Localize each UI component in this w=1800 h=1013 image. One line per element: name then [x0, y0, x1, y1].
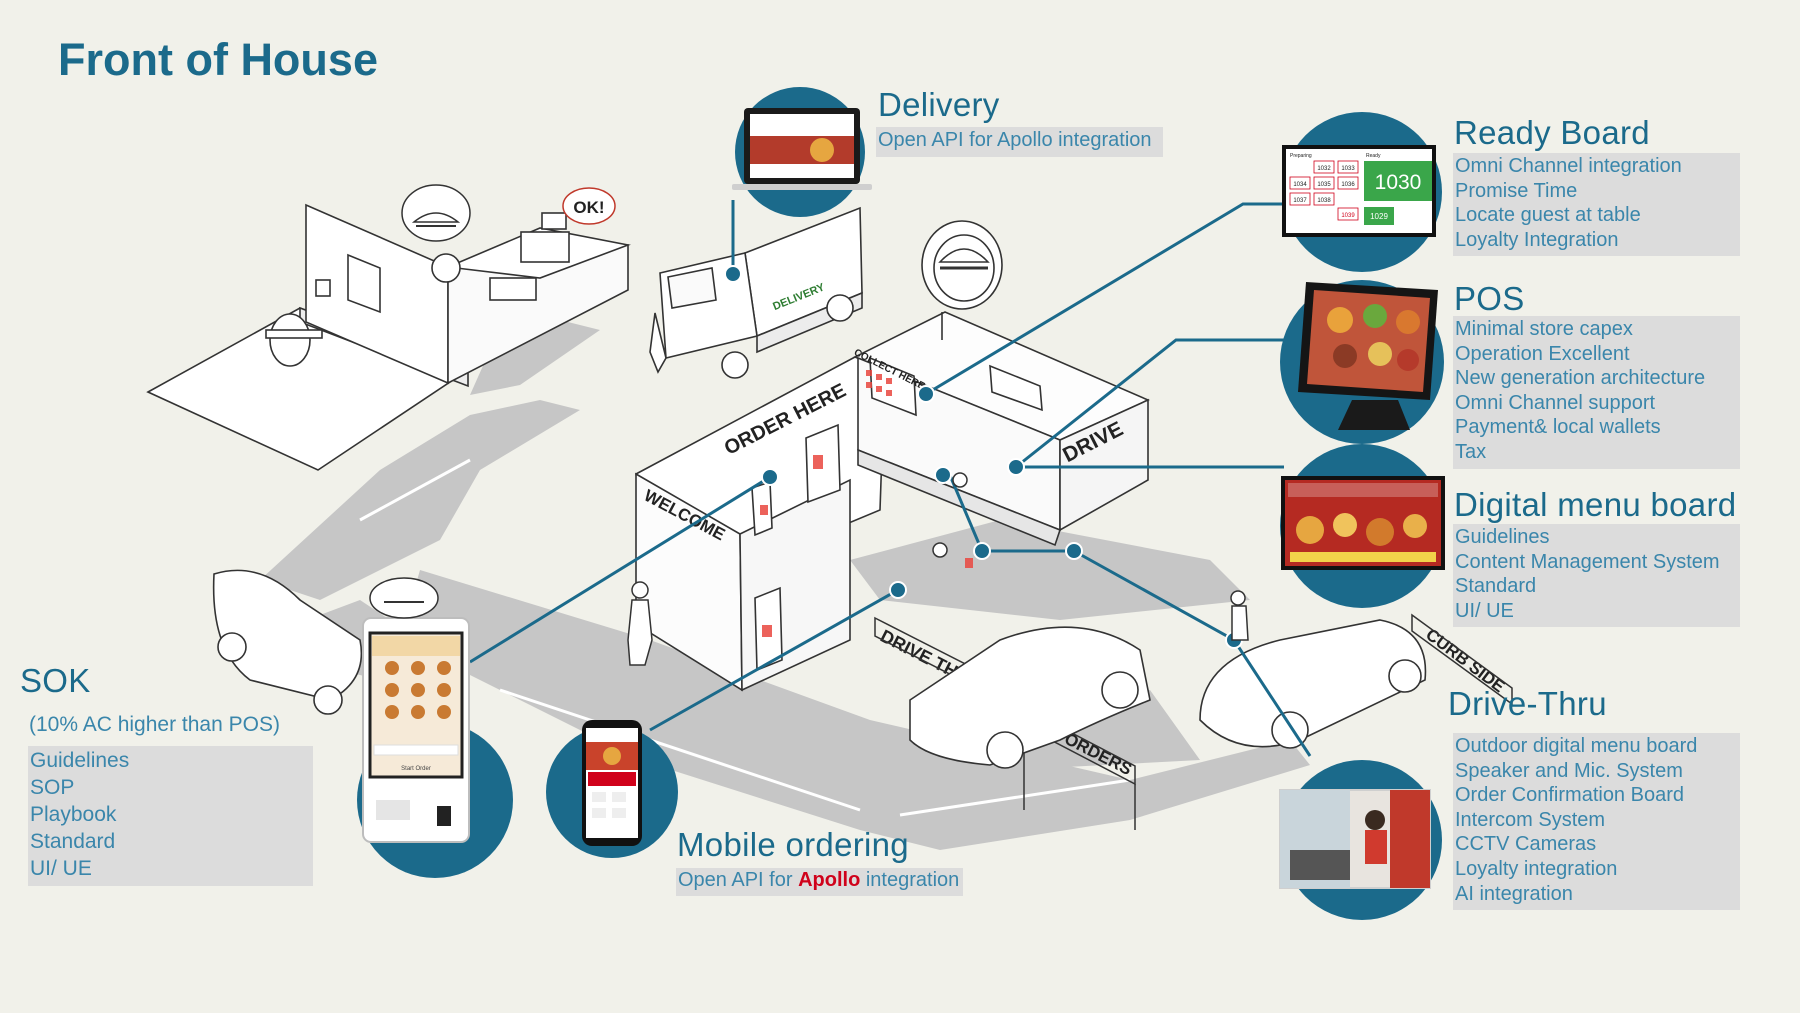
ok-speech-bubble: OK!: [562, 187, 616, 225]
preparing-orders-grid: [1289, 160, 1359, 221]
delivery-title: Delivery: [878, 86, 1000, 123]
drive-thru-item: Intercom System: [1455, 808, 1606, 831]
drive-thru-item: CCTV Cameras: [1455, 833, 1597, 856]
ready-label: Ready: [1366, 153, 1381, 159]
sok-title: SOK: [20, 662, 91, 699]
pos-item: Omni Channel support: [1455, 391, 1656, 414]
pos-item: New generation architecture: [1455, 367, 1706, 390]
digital-menu-board-details: Guidelines Content Management System Sta…: [1453, 524, 1740, 628]
drive-thru-item: Order Confirmation Board: [1455, 784, 1684, 807]
digital-menu-board-item: Content Management System: [1455, 550, 1720, 573]
sok-note: (10% AC higher than POS): [29, 713, 280, 736]
drive-thru-item: Loyalty integration: [1455, 857, 1618, 880]
connector-dots: [724, 265, 1243, 649]
ready-board-details: Omni Channel integration Promise Time Lo…: [1453, 153, 1740, 257]
digital-menu-board-item: Guidelines: [1455, 526, 1550, 548]
digital-menu-board-item: Standard: [1455, 575, 1537, 598]
pos-item: Minimal store capex: [1455, 318, 1633, 340]
preparing-order: 1032: [1317, 166, 1331, 172]
delivery-details: Open API for Apollo integration: [876, 127, 1163, 157]
ready-board-device: Preparing Ready 1032 1033 1034 1035 1036…: [1282, 145, 1436, 237]
red-menu-panels: [760, 370, 973, 637]
drive-thru-details: Outdoor digital menu board Speaker and M…: [1453, 733, 1740, 911]
kiosk-start-button: Start Order: [401, 766, 431, 772]
ok-text: OK!: [573, 198, 604, 217]
home-office-illustration: [146, 203, 631, 471]
sok-details: Guidelines SOP Playbook Standard UI/ UE: [28, 746, 313, 886]
pos-terminal-device: [1298, 282, 1438, 430]
cars-illustration: [212, 569, 1427, 769]
pos-title: POS: [1454, 280, 1525, 317]
ready-board-item: Omni Channel integration: [1455, 155, 1682, 177]
drive-thru-photo: [1279, 789, 1431, 889]
preparing-order: 1036: [1341, 182, 1355, 188]
customers-illustration: [627, 472, 1249, 666]
mobile-ordering-line: Open API for Apollo integration: [678, 869, 960, 892]
connector-lines: [469, 200, 1312, 757]
ready-board-item: Locate guest at table: [1455, 204, 1641, 227]
drive-thru-item: AI integration: [1455, 882, 1573, 905]
pos-item: Tax: [1455, 440, 1487, 463]
mobile-ordering-prefix: Open API for: [678, 869, 799, 891]
ready-board-item: Promise Time: [1455, 179, 1578, 202]
sok-item: Standard: [30, 830, 116, 853]
sok-item: Playbook: [30, 803, 117, 826]
mobile-ordering-details: Open API for Apollo integration: [676, 868, 963, 896]
preparing-label: Preparing: [1290, 153, 1312, 159]
ready-second-order: 1029: [1370, 212, 1388, 221]
drive-thru-item: Speaker and Mic. System: [1455, 759, 1683, 782]
ready-board-item: Loyalty Integration: [1455, 228, 1619, 251]
mobile-ordering-suffix: integration: [860, 869, 960, 891]
delivery-item: Open API for Apollo integration: [878, 129, 1152, 151]
pos-item: Payment& local wallets: [1455, 416, 1661, 439]
preparing-order: 1033: [1341, 166, 1355, 172]
restaurant-building: [635, 220, 1150, 692]
road-center-lines: [359, 458, 1131, 817]
sok-item: Guidelines: [30, 749, 130, 772]
drive-thru-item: Outdoor digital menu board: [1455, 735, 1698, 757]
preparing-order: 1038: [1317, 198, 1331, 204]
delivery-laptop-device: [732, 108, 872, 190]
mobile-ordering-title: Mobile ordering: [677, 826, 909, 863]
burger-speech-bubble: [401, 184, 471, 242]
mobile-ordering-phone: [582, 720, 642, 846]
sok-item: SOP: [30, 776, 75, 799]
pos-item: Operation Excellent: [1455, 342, 1630, 365]
ready-main-order: 1030: [1375, 171, 1422, 194]
preparing-order: 1039: [1341, 213, 1355, 219]
sok-kiosk-device: Start Order: [362, 577, 470, 843]
delivery-truck-illustration: [649, 206, 863, 379]
digital-menu-board-title: Digital menu board: [1454, 486, 1737, 523]
drive-thru-title: Drive-Thru: [1448, 685, 1607, 722]
page-title: Front of House: [58, 34, 378, 85]
pos-details: Minimal store capex Operation Excellent …: [1453, 316, 1740, 469]
ready-board-title: Ready Board: [1454, 114, 1650, 151]
preparing-order: 1035: [1317, 182, 1331, 188]
preparing-order: 1034: [1293, 182, 1307, 188]
digital-menu-board-device: [1281, 476, 1445, 570]
sok-item: UI/ UE: [30, 857, 92, 880]
preparing-order: 1037: [1293, 198, 1307, 204]
digital-menu-board-item: UI/ UE: [1455, 599, 1514, 622]
apollo-highlight: Apollo: [798, 869, 861, 891]
